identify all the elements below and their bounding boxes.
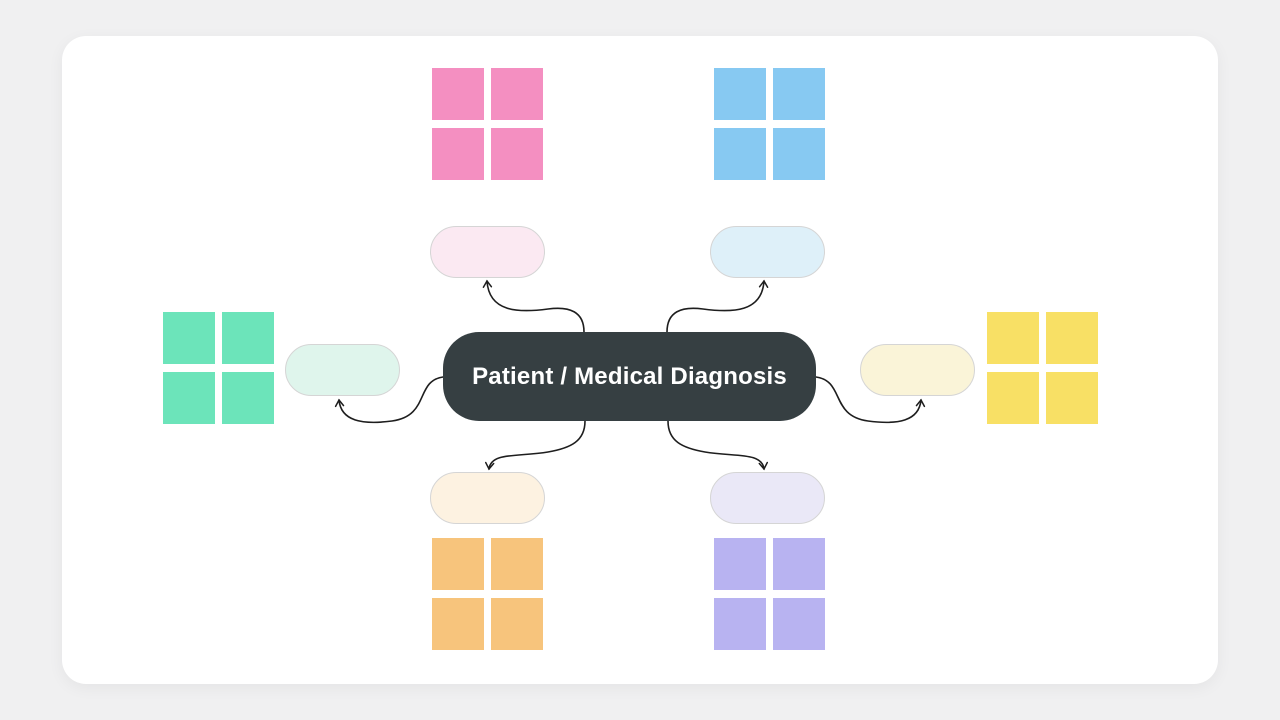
pill-node-bottom-right[interactable] xyxy=(710,472,825,524)
square-grid-bottom-right[interactable] xyxy=(714,538,825,650)
grid-square[interactable] xyxy=(222,372,274,424)
pill-node-top-right[interactable] xyxy=(710,226,825,278)
grid-square[interactable] xyxy=(491,538,543,590)
grid-square[interactable] xyxy=(432,68,484,120)
grid-square[interactable] xyxy=(1046,312,1098,364)
grid-square[interactable] xyxy=(714,538,766,590)
pill-node-top-left[interactable] xyxy=(430,226,545,278)
grid-square[interactable] xyxy=(491,68,543,120)
square-grid-left[interactable] xyxy=(163,312,274,424)
grid-square[interactable] xyxy=(163,312,215,364)
pill-node-bottom-left[interactable] xyxy=(430,472,545,524)
pill-node-right[interactable] xyxy=(860,344,975,396)
center-node-label: Patient / Medical Diagnosis xyxy=(472,362,787,390)
grid-square[interactable] xyxy=(163,372,215,424)
grid-square[interactable] xyxy=(432,538,484,590)
grid-square[interactable] xyxy=(1046,372,1098,424)
grid-square[interactable] xyxy=(222,312,274,364)
center-node[interactable]: Patient / Medical Diagnosis xyxy=(443,332,816,421)
pill-node-left[interactable] xyxy=(285,344,400,396)
grid-square[interactable] xyxy=(773,128,825,180)
grid-square[interactable] xyxy=(773,538,825,590)
square-grid-right[interactable] xyxy=(987,312,1098,424)
grid-square[interactable] xyxy=(773,68,825,120)
grid-square[interactable] xyxy=(714,68,766,120)
square-grid-top-left[interactable] xyxy=(432,68,543,180)
grid-square[interactable] xyxy=(714,598,766,650)
square-grid-top-right[interactable] xyxy=(714,68,825,180)
square-grid-bottom-left[interactable] xyxy=(432,538,543,650)
grid-square[interactable] xyxy=(987,372,1039,424)
grid-square[interactable] xyxy=(714,128,766,180)
grid-square[interactable] xyxy=(432,598,484,650)
grid-square[interactable] xyxy=(773,598,825,650)
grid-square[interactable] xyxy=(987,312,1039,364)
grid-square[interactable] xyxy=(491,128,543,180)
grid-square[interactable] xyxy=(432,128,484,180)
grid-square[interactable] xyxy=(491,598,543,650)
